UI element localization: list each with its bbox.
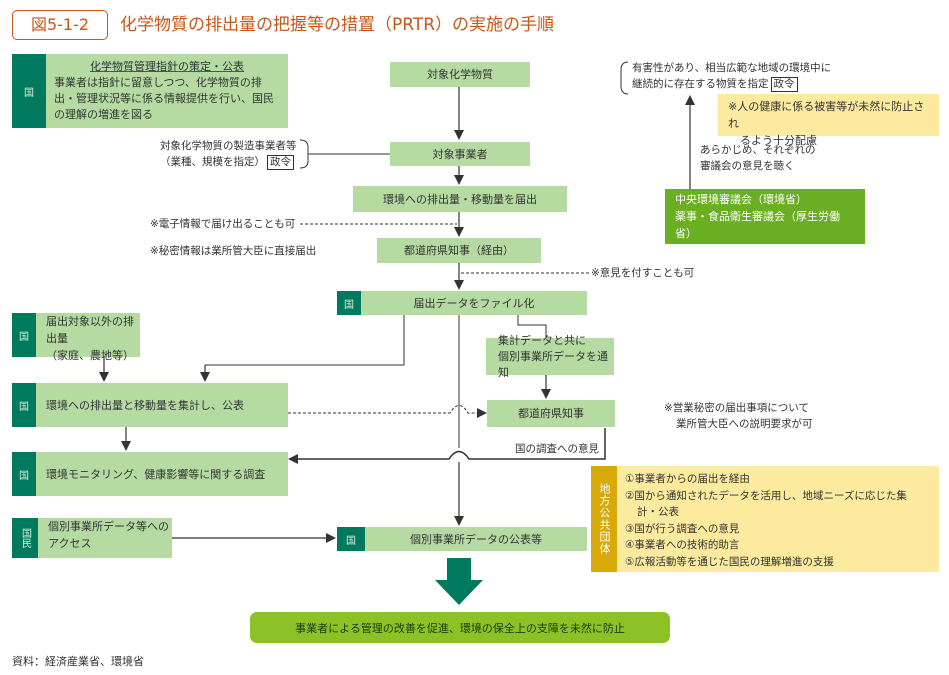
guideline-body: 事業者は指針に留意しつつ、化学物質の排出・管理状況等に係る情報提供を行い、国民の…	[54, 76, 274, 121]
consideration-note: ※人の健康に係る被害等が未然に防止され るよう十分配慮	[718, 94, 939, 147]
opinion-note: ※意見を付すことも可	[591, 267, 695, 279]
guideline-box: 国 化学物質管理指針の策定・公表 事業者は指針に留意しつつ、化学物質の排出・管理…	[12, 54, 288, 128]
national-survey-opinion-label: 国の調査への意見	[515, 443, 599, 455]
council-item: 化学物質審議会（経済産業省）	[675, 244, 829, 257]
figure-label: 図5-1-2	[12, 10, 108, 40]
file-data-box: 国 届出データをファイル化	[337, 291, 587, 315]
target-businesses-box: 対象事業者	[390, 142, 530, 166]
manufacturers-note: 対象化学物質の製造事業者等 （業種、規模を指定）政令	[160, 140, 297, 170]
national-tag: 国	[12, 54, 46, 128]
designation-note: 有害性があり、相当広範な地域の環境中に 継続的に存在する物質を指定政令	[632, 62, 832, 92]
local-role-item: ⑤広報活動等を通じた国民の理解増進の支援	[625, 555, 834, 568]
trade-secret-note: ※営業秘密の届出事項について 業所管大臣への説明要求が可	[664, 402, 813, 430]
goal-box: 事業者による管理の改善を促進、環境の保全上の支障を未然に防止	[250, 612, 670, 643]
prefecture-governor-via-box: 都道府県知事（経由）	[377, 238, 541, 263]
report-release-box: 環境への排出量・移動量を届出	[353, 186, 567, 212]
source-note: 資料：経済産業省、環境省	[12, 655, 144, 668]
local-government-box: 地方公共団体 ①事業者からの届出を経由 ②国から通知されたデータを活用し、地域ニ…	[591, 466, 939, 572]
councils-box: 中央環境審議会（環境省） 薬事・食品衛生審議会（厚生労働省） 化学物質審議会（経…	[665, 189, 865, 257]
confidential-note: ※秘密情報は業所管大臣に直接届出	[150, 245, 317, 257]
publish-individual-box: 国 個別事業所データの公表等	[337, 527, 587, 551]
local-role-item: ②国から通知されたデータを活用し、地域ニーズに応じた集	[625, 489, 907, 502]
electronic-note: ※電子情報で届け出ることも可	[150, 218, 296, 230]
seirei-badge: 政令	[267, 155, 294, 170]
seirei-badge: 政令	[770, 77, 798, 92]
aggregate-publish-box: 国 環境への排出量と移動量を集計し、公表	[12, 383, 288, 427]
council-item: 薬事・食品衛生審議会（厚生労働省）	[675, 210, 840, 240]
non-target-emissions-box: 国 届出対象以外の排出量 （家庭、農地等）	[12, 313, 140, 362]
national-tag: 国	[337, 291, 361, 315]
local-government-tag: 地方公共団体	[591, 466, 617, 572]
citizen-tag: 国民	[12, 518, 38, 558]
monitoring-box: 国 環境モニタリング、健康影響等に関する調査	[12, 452, 288, 496]
guideline-heading: 化学物質管理指針の策定・公表	[90, 60, 244, 73]
local-role-item: 計・公表	[637, 506, 679, 518]
big-down-arrow	[435, 558, 483, 605]
hearing-note: あらかじめ、それぞれの 審議会の意見を聴く	[700, 144, 816, 172]
figure-title: 化学物質の排出量の把握等の措置（PRTR）の実施の手順	[120, 15, 555, 35]
national-tag: 国	[12, 313, 36, 357]
local-role-item: ③国が行う調査への意見	[625, 522, 740, 535]
target-substances-box: 対象化学物質	[390, 62, 530, 87]
prefecture-governor-box: 都道府県知事	[487, 400, 615, 427]
local-role-item: ①事業者からの届出を経由	[625, 473, 750, 485]
local-role-item: ④事業者への技術的助言	[625, 539, 740, 551]
national-tag: 国	[337, 527, 365, 551]
notify-data-box: 集計データと共に 個別事業所データを通知	[486, 334, 614, 379]
national-tag: 国	[12, 452, 36, 496]
national-tag: 国	[12, 383, 36, 427]
council-item: 中央環境審議会（環境省）	[675, 193, 807, 206]
citizen-access-box: 国民 個別事業所データ等への アクセス	[12, 518, 172, 558]
